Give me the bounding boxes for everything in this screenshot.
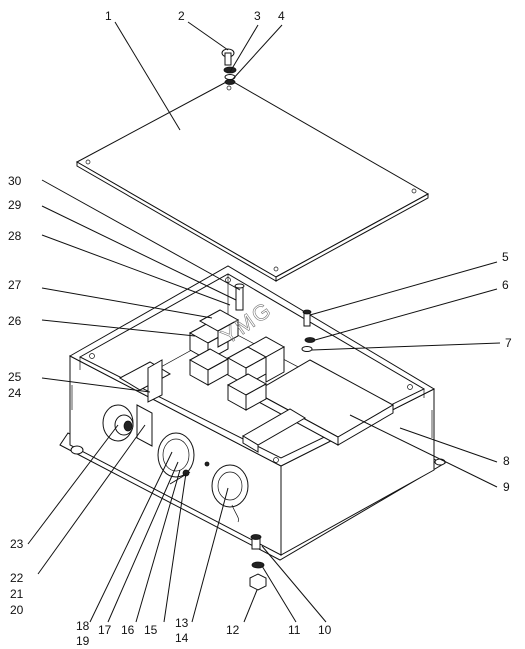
callout-9: 9 (503, 480, 510, 494)
callout-3: 3 (254, 9, 261, 23)
cover-screw (221, 48, 237, 85)
callout-11: 11 (288, 623, 301, 637)
callout-10: 10 (318, 623, 332, 637)
callout-2: 2 (178, 9, 185, 23)
callout-8: 8 (503, 454, 510, 468)
callout-16: 16 (121, 623, 135, 637)
callout-30: 30 (8, 174, 22, 188)
callout-12: 12 (226, 623, 240, 637)
callout-20: 20 (10, 603, 24, 617)
callout-21: 21 (10, 587, 24, 601)
callout-4: 4 (278, 9, 285, 23)
side-hardware (301, 309, 316, 352)
callout-22: 22 (10, 571, 24, 585)
callout-23: 23 (10, 537, 24, 551)
callout-13: 13 (175, 616, 189, 630)
callout-28: 28 (8, 229, 22, 243)
callout-5: 5 (502, 250, 509, 264)
interior-components (118, 359, 395, 453)
callout-labels: 1 2 3 4 5 6 7 8 9 10 11 12 13 14 15 16 1… (8, 9, 512, 648)
relay-cluster (188, 283, 286, 411)
callout-18: 18 (76, 619, 90, 633)
callout-6: 6 (502, 278, 509, 292)
callout-1: 1 (105, 9, 112, 23)
callout-19: 19 (76, 634, 90, 648)
callout-27: 27 (8, 278, 22, 292)
callout-17: 17 (98, 623, 112, 637)
callout-29: 29 (8, 198, 22, 212)
callout-15: 15 (144, 623, 158, 637)
cover-plate (75, 79, 430, 282)
callout-7: 7 (505, 336, 512, 350)
callout-14: 14 (175, 631, 189, 645)
front-devices (102, 404, 249, 523)
callout-25: 25 (8, 370, 22, 384)
callout-24: 24 (8, 386, 22, 400)
callout-26: 26 (8, 314, 22, 328)
foot-hardware (249, 534, 267, 591)
leader-lines (27, 21, 501, 623)
